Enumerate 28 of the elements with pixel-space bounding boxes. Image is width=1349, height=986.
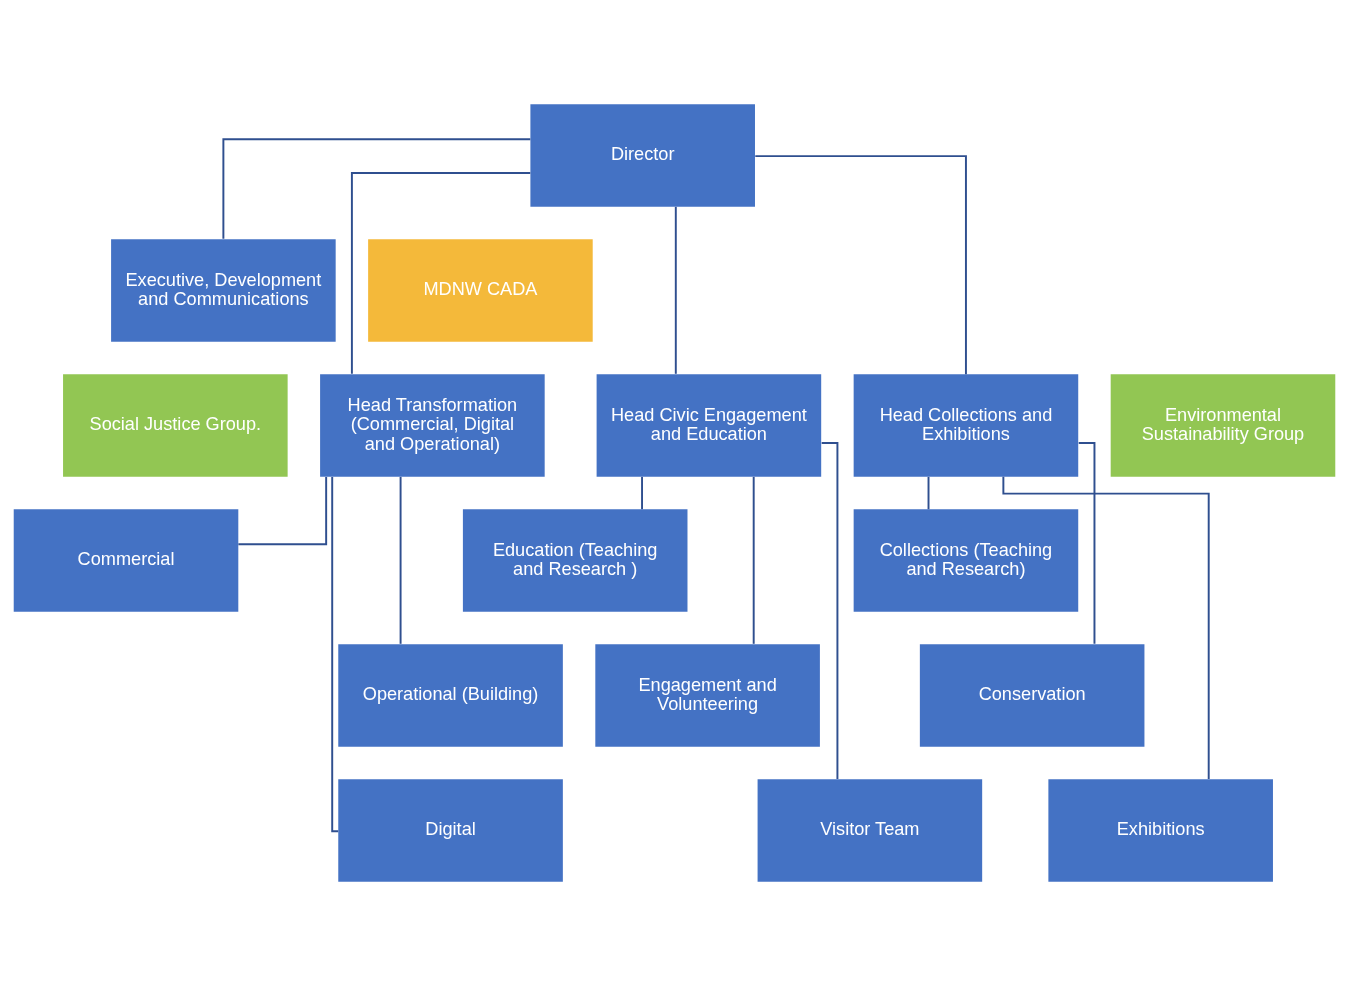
connector: [820, 442, 839, 781]
node-box: Head Collections and Exhibitions: [853, 374, 1079, 477]
node-box: Commercial: [13, 509, 239, 612]
node-box: Exhibitions: [1048, 779, 1273, 882]
node-box: Collections (Teaching and Research): [853, 509, 1079, 612]
node-box: Head Civic Engagement and Education: [596, 374, 822, 477]
node-box: Operational (Building): [338, 644, 563, 747]
node-box: Executive, Development and Communications: [111, 239, 336, 342]
connector: [754, 155, 967, 376]
node-box: Social Justice Group.: [63, 374, 288, 477]
connector: [331, 475, 340, 833]
connector: [350, 172, 532, 375]
node-box: Conservation: [919, 644, 1145, 747]
node-box: Digital: [338, 779, 563, 882]
connector: [752, 475, 755, 645]
connector: [641, 475, 644, 511]
connector: [399, 475, 402, 645]
node-box: Visitor Team: [757, 779, 983, 882]
connector: [674, 205, 677, 375]
node-box: Environmental Sustainability Group: [1110, 374, 1336, 477]
node-box: Head Transformation (Commercial, Digital and Operational): [320, 374, 545, 477]
node-box: Engagement and Volunteering: [595, 644, 820, 747]
node-box: Director: [530, 104, 755, 207]
node-box: MDNW CADA: [368, 239, 593, 342]
connector: [237, 475, 328, 546]
connector: [927, 475, 930, 511]
connector: [222, 138, 532, 240]
node-box: Education (Teaching and Research ): [462, 509, 688, 612]
